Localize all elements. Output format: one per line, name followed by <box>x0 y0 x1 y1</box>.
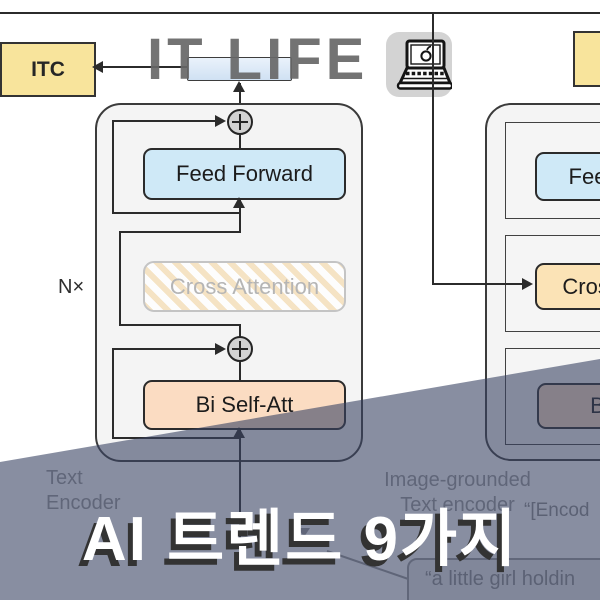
repeat-count-label: N× <box>58 276 85 298</box>
wire-bypass-top <box>119 231 241 234</box>
output-embedding-bar <box>187 57 292 81</box>
arrow-left-icon <box>92 61 103 73</box>
wire-block-to-bar <box>239 83 242 110</box>
wire-residual2-left <box>112 348 115 439</box>
arrow-right-icon <box>215 115 226 127</box>
top-bus-line <box>0 12 600 15</box>
laptop-icon <box>386 32 454 97</box>
feed-forward-box-right: Feed Forward <box>535 152 600 201</box>
cross-attention-box-right: Cross Attention <box>535 263 600 310</box>
cross-attention-label: Cross Attention <box>169 273 320 299</box>
arrow-right-icon <box>522 278 533 290</box>
wire-bypass-up <box>239 324 242 338</box>
residual-add-icon <box>227 109 253 135</box>
wire-bypass-bottom <box>119 324 241 327</box>
wire-residual-top <box>112 120 215 123</box>
wire-residual-left <box>112 120 115 214</box>
feed-forward-box: Feed Forward <box>143 148 346 200</box>
residual-add-icon <box>227 336 253 362</box>
bi-self-att-label: Bi Self-Att <box>195 392 294 417</box>
cross-attention-box-inactive: Cross Attention <box>143 261 346 312</box>
wire-residual-tap <box>112 212 241 215</box>
wire-residual2-top <box>112 348 215 351</box>
feed-forward-label: Feed Forward <box>176 161 313 186</box>
laptop-icon-glyph <box>396 39 454 90</box>
wire-add-to-bi <box>239 362 242 382</box>
cross-attention-label: Cross Attention <box>562 273 600 299</box>
watermark-text: IT LIFE <box>147 27 369 92</box>
wire-ff-to-add <box>239 135 242 149</box>
arrow-up-icon <box>233 81 245 92</box>
wire-into-ff <box>239 199 242 233</box>
wire-bypass-left <box>119 231 122 326</box>
wire-bar-to-itc <box>101 66 188 69</box>
arrow-right-icon <box>215 343 226 355</box>
itc-label: ITC <box>31 57 65 81</box>
page-title: AI 트렌드 9가지 <box>81 505 519 574</box>
arrow-up-icon <box>233 197 245 208</box>
wire-image-features <box>432 14 435 284</box>
itc-box: ITC <box>0 42 96 97</box>
itm-box-partial <box>573 31 600 87</box>
feed-forward-label: Feed Forward <box>568 163 600 189</box>
wire-into-cross <box>432 283 522 286</box>
